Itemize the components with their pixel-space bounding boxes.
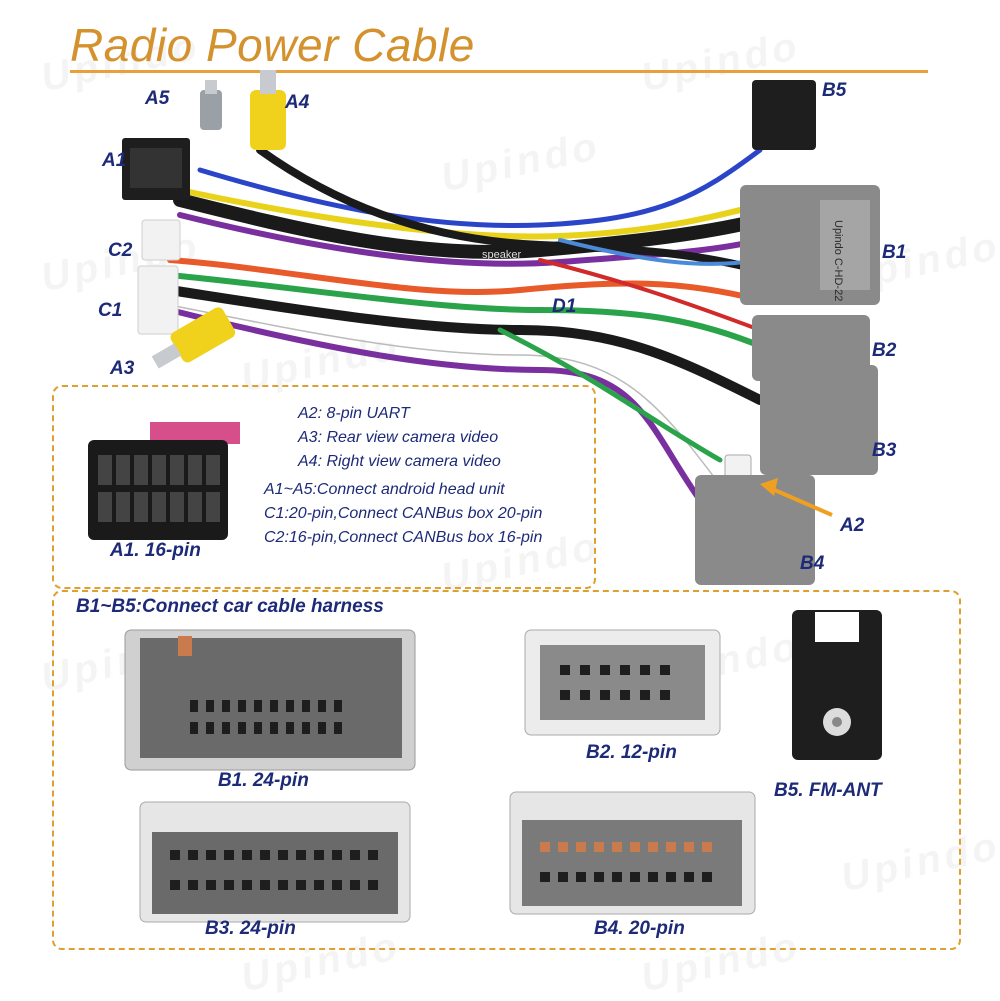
a2-arrow-head [760,478,778,496]
wiring-harness-photo: Upindo C-HD-22 speaker [122,70,880,585]
label-a2: A2 [840,515,865,536]
note-line: A1~A5:Connect android head unit [264,481,505,498]
label-c2: C2 [108,240,133,261]
b2-caption: B2. 12-pin [586,742,677,763]
label-b1: B1 [882,242,907,263]
note-line: C2:16-pin,Connect CANBus box 16-pin [264,529,543,546]
wire-bundle [165,146,773,503]
a5-antenna-plug [200,80,222,130]
label-a4: A4 [285,92,310,113]
label-a1: A1 [102,150,127,171]
b-section-box [52,590,961,950]
b4-connector [695,475,815,585]
a1-connector [122,138,190,200]
b3-connector [760,365,878,475]
label-a5: A5 [145,88,170,109]
b1-print: Upindo C-HD-22 [832,220,844,301]
b5-connector [752,80,816,150]
label-d1: D1 [552,296,577,317]
label-c1: C1 [98,300,123,321]
a4-rca-plug [250,70,286,150]
a1-detail-box [52,385,596,589]
a1-caption: A1. 16-pin [110,540,201,561]
b3-caption: B3. 24-pin [205,918,296,939]
c1-connector [137,265,179,335]
label-b5: B5 [822,80,847,101]
label-a3: A3 [110,358,135,379]
section-title: B1~B5:Connect car cable harness [76,596,384,617]
label-b3: B3 [872,440,897,461]
note-line: A2: 8-pin UART [298,405,410,422]
page-title: Radio Power Cable [70,19,475,71]
c2-connector [141,219,181,261]
label-b2: B2 [872,340,897,361]
note-line: A4: Right view camera video [298,453,501,470]
b1-caption: B1. 24-pin [218,770,309,791]
a3-rca-plug [151,307,236,369]
b4-caption: B4. 20-pin [594,918,685,939]
title-underline [70,70,928,73]
note-line: A3: Rear view camera video [298,429,499,446]
a2-arrow [769,486,833,517]
label-b4: B4 [800,553,825,574]
speaker-tag: speaker [482,249,521,261]
b2-connector [752,315,870,381]
b1-connector [740,185,880,305]
note-line: C1:20-pin,Connect CANBus box 20-pin [264,505,543,522]
b5-caption: B5. FM-ANT [774,780,882,801]
